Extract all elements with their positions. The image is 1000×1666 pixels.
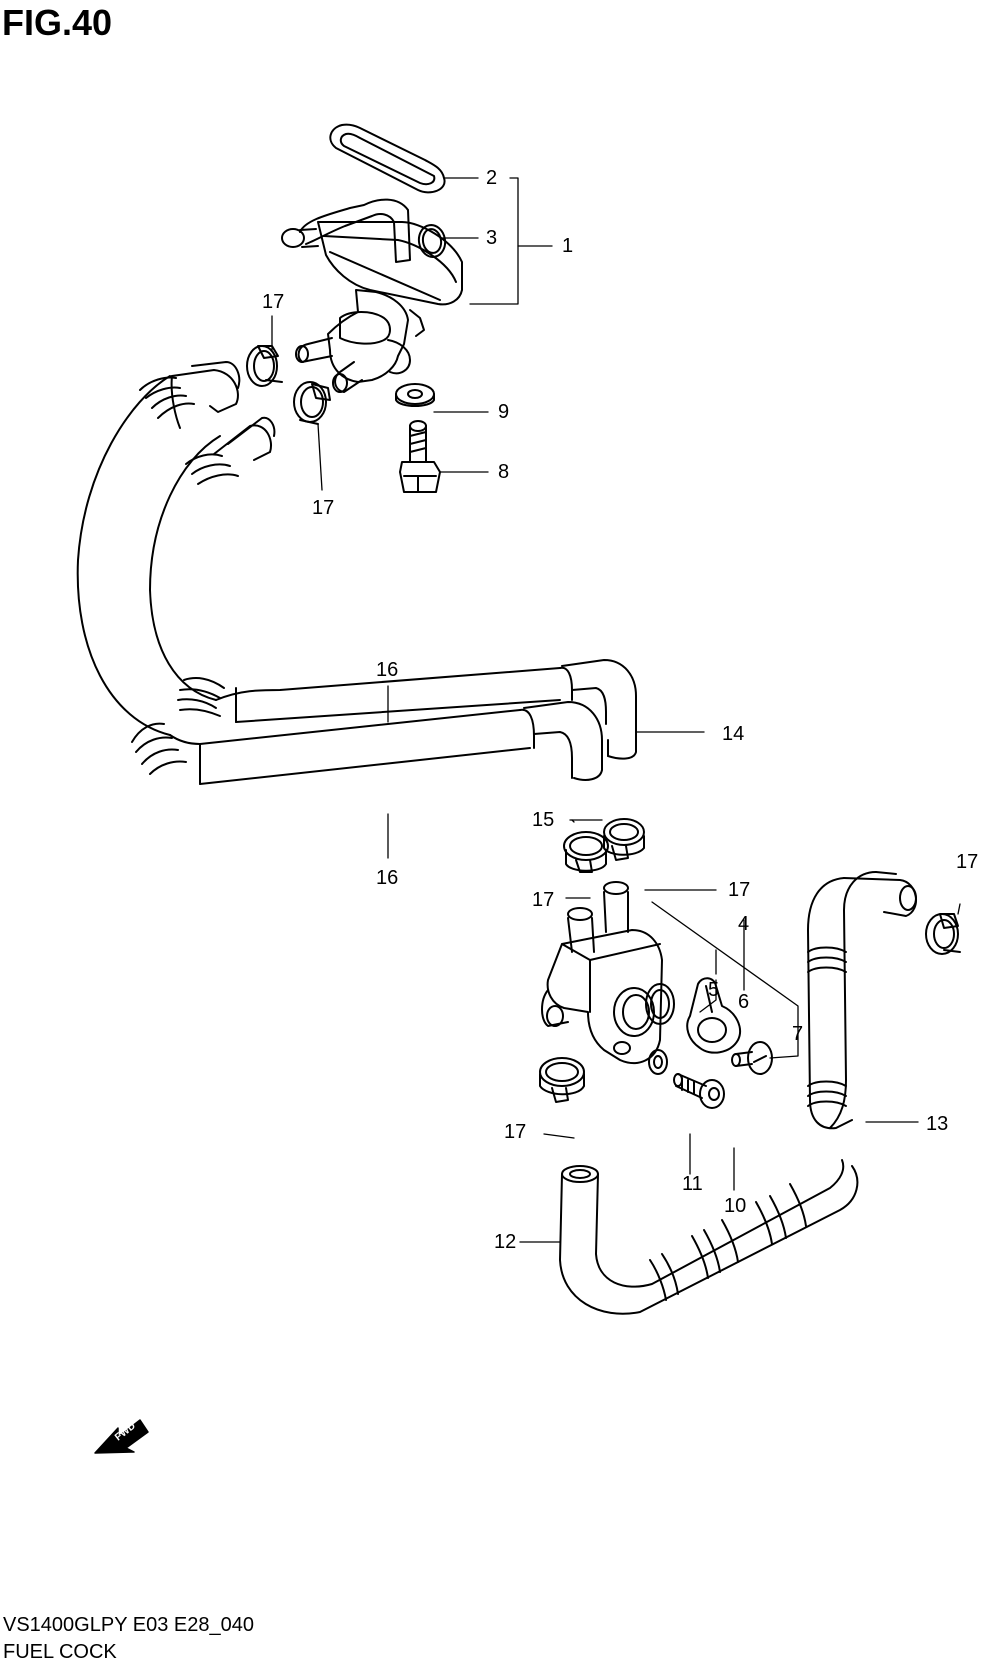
elbow-hose-lower xyxy=(523,701,603,781)
callout-9: 9 xyxy=(498,401,509,423)
fuel-cock-body-lower xyxy=(541,881,663,1065)
fuel-cock-assembly xyxy=(281,198,463,393)
o-ring-part xyxy=(417,224,447,258)
callout-5: 5 xyxy=(708,979,719,1001)
fwd-arrow-icon: FWD xyxy=(94,1419,149,1454)
callout-13: 13 xyxy=(926,1113,948,1135)
callout-11: 11 xyxy=(682,1173,703,1195)
washer-small-part xyxy=(648,1049,668,1075)
callout-17: 17 xyxy=(728,879,750,901)
bolt-small-part xyxy=(673,1073,725,1109)
callout-10: 10 xyxy=(724,1195,746,1217)
hose-clamp-lower-1 xyxy=(563,831,609,873)
callout-labels: 2 3 1 17 9 8 17 16 14 15 16 17 17 17 4 5… xyxy=(262,167,978,1253)
model-code: VS1400GLPY E03 E28_040 xyxy=(3,1614,254,1636)
lever-part xyxy=(686,977,741,1054)
callout-8: 8 xyxy=(498,461,509,483)
callout-6: 6 xyxy=(738,991,749,1013)
callout-2: 2 xyxy=(486,167,497,189)
callout-14: 14 xyxy=(722,723,744,745)
gasket-part xyxy=(329,123,446,194)
fuel-hose-13 xyxy=(807,871,917,1130)
fuel-hose-upper xyxy=(76,361,573,736)
hose-clamp-lower-right xyxy=(925,913,961,955)
callout-4: 4 xyxy=(738,913,749,935)
callout-17: 17 xyxy=(532,889,554,911)
screw-part xyxy=(731,1041,773,1075)
callout-17: 17 xyxy=(504,1121,526,1143)
hose-clamp-lower-3 xyxy=(539,1057,585,1103)
fuel-hose-lower xyxy=(131,708,535,785)
callout-17: 17 xyxy=(956,851,978,873)
callout-3: 3 xyxy=(486,227,497,249)
figure-title: FIG.40 xyxy=(2,2,113,43)
section-name: FUEL COCK xyxy=(3,1641,117,1663)
gasket-ring-part xyxy=(645,983,675,1025)
callout-16: 16 xyxy=(376,867,398,889)
callout-17: 17 xyxy=(312,497,334,519)
washer-part xyxy=(395,383,435,407)
hose-clamp-upper-left xyxy=(246,345,283,387)
hose-clamp-lower-2 xyxy=(603,818,645,861)
callout-16: 16 xyxy=(376,659,398,681)
callout-12: 12 xyxy=(494,1231,516,1253)
hose-clamp-upper-right xyxy=(293,381,331,425)
callout-1: 1 xyxy=(562,235,573,257)
callout-17: 17 xyxy=(262,291,284,313)
callout-15: 15 xyxy=(532,809,554,831)
callout-7: 7 xyxy=(792,1023,803,1045)
fuel-hose-12 xyxy=(559,1159,859,1315)
bolt-part xyxy=(399,420,441,493)
elbow-hose-upper xyxy=(561,659,637,760)
leader-lines xyxy=(271,177,961,1243)
